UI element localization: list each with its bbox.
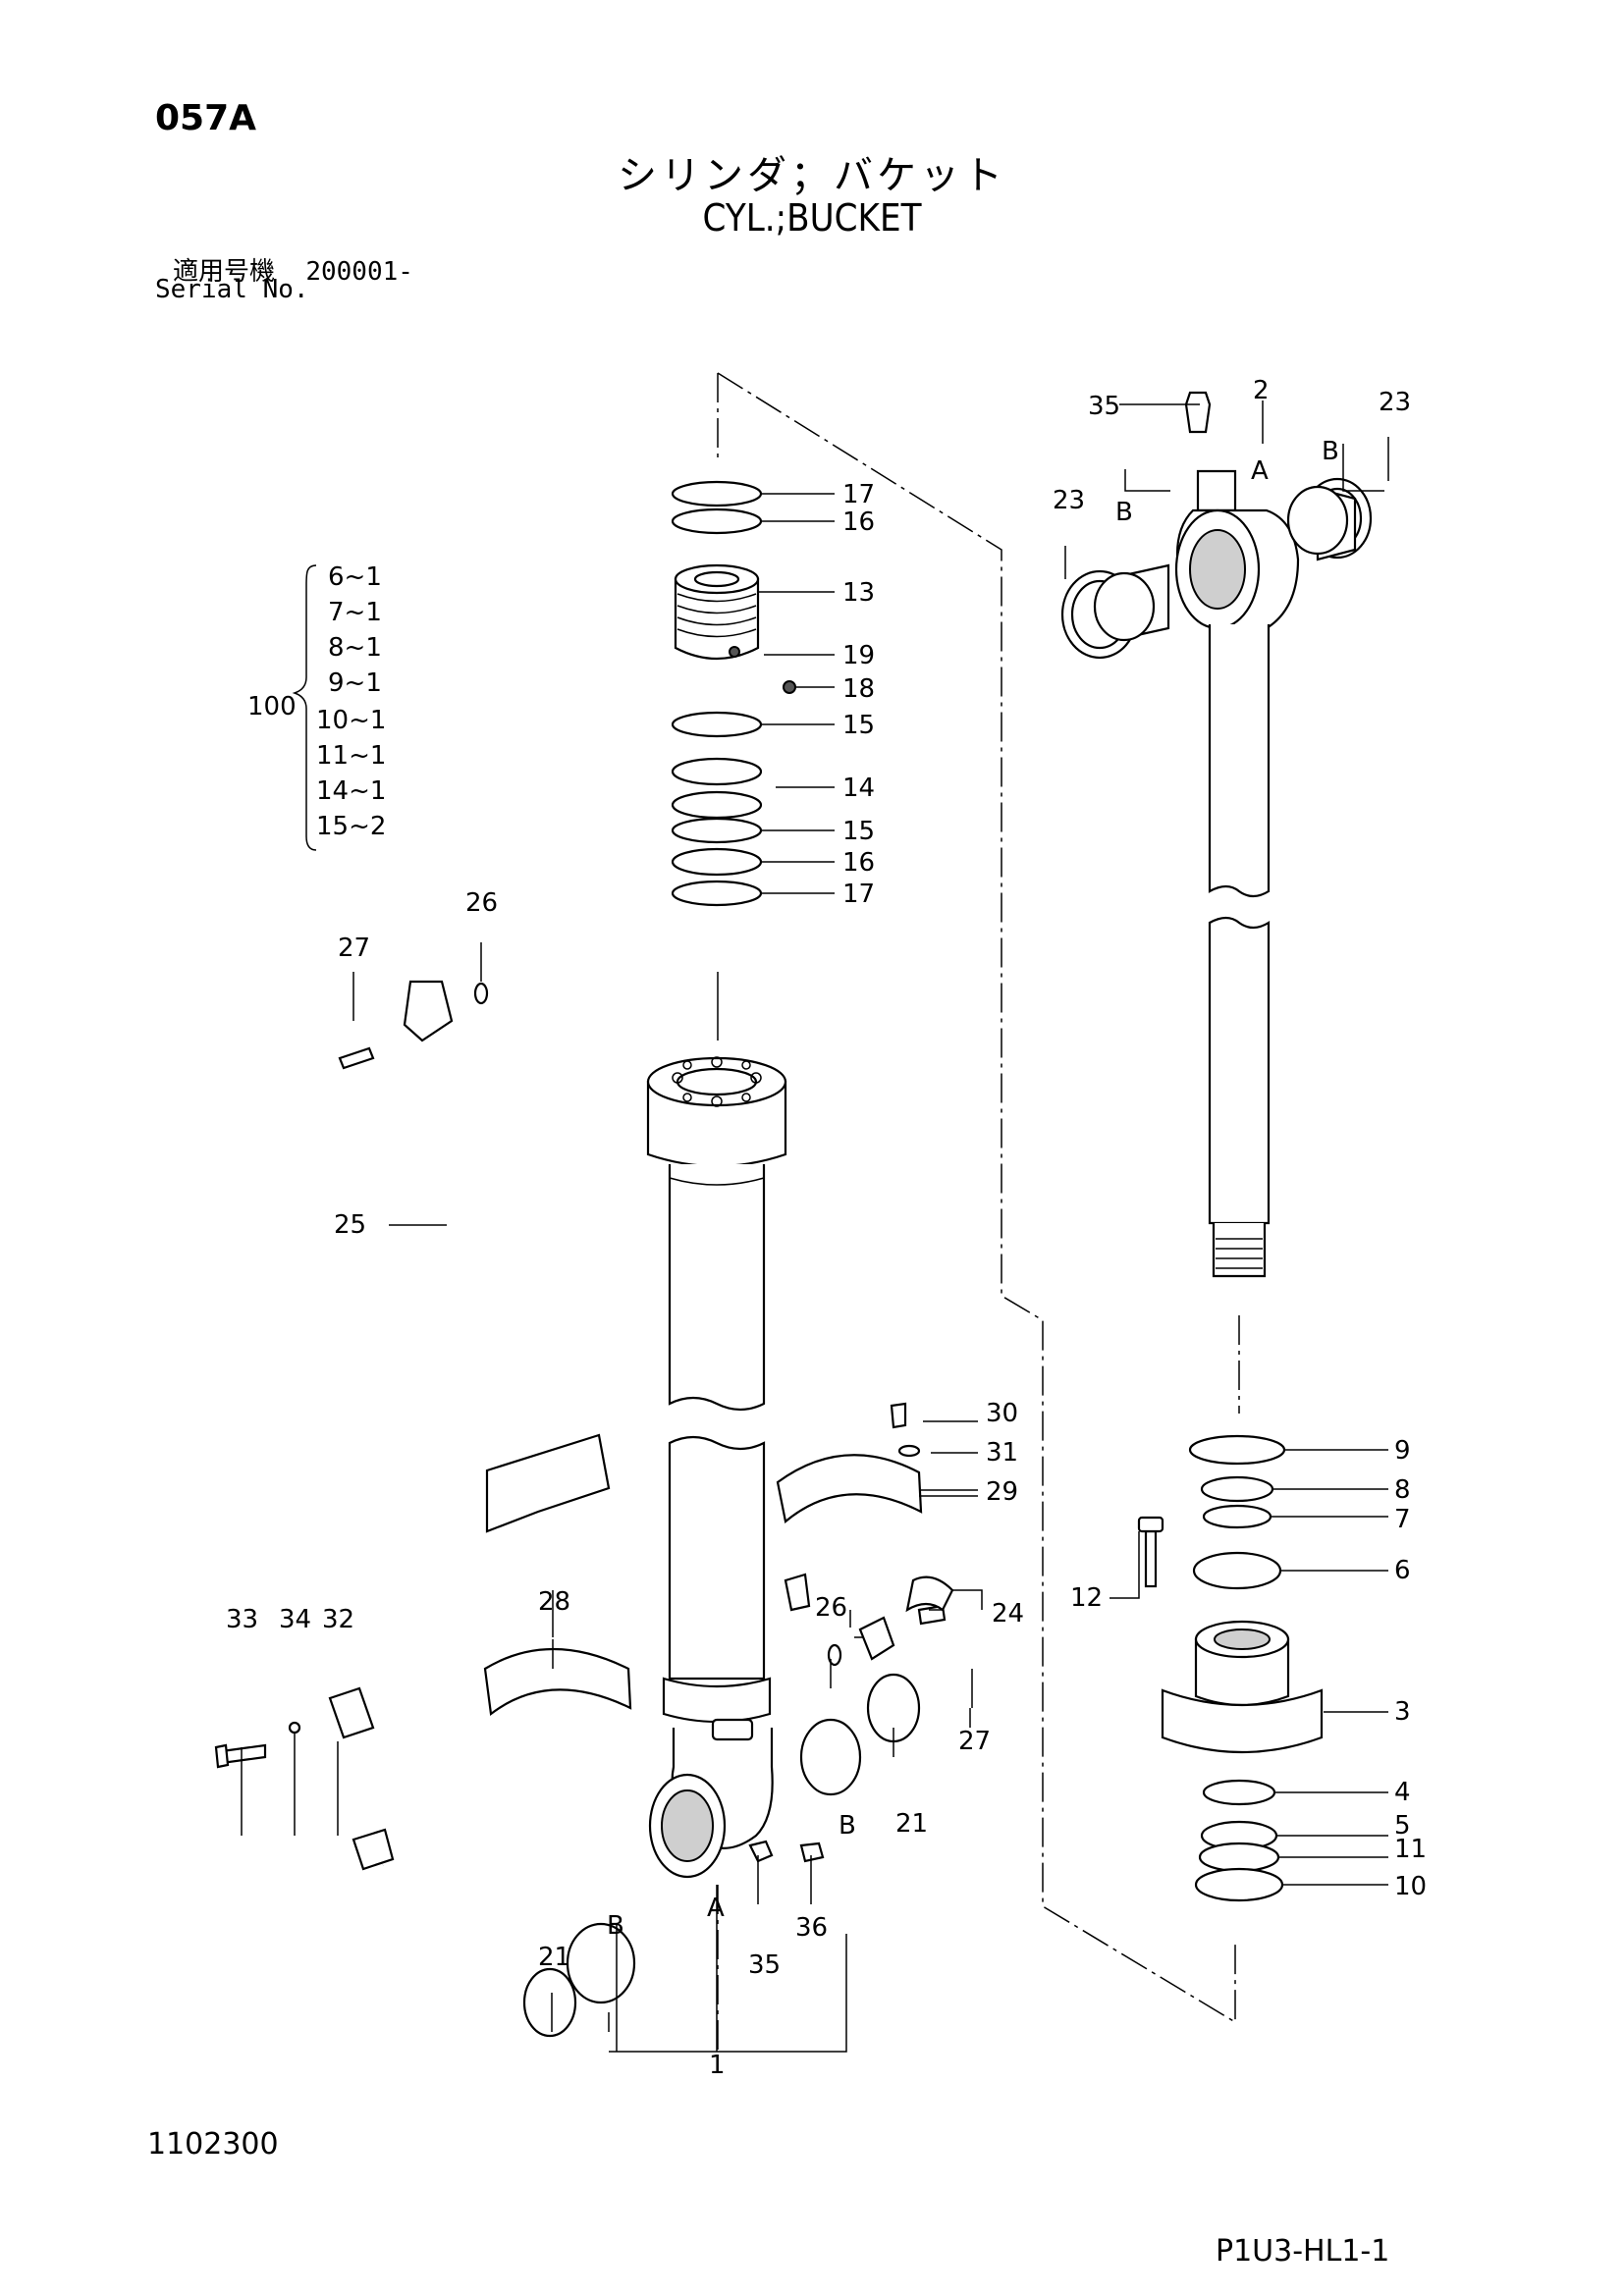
serial-value: 200001- <box>305 257 413 287</box>
page-code: 057A <box>155 98 257 138</box>
callout-7: 7 <box>1394 1505 1411 1534</box>
seal-16-top <box>671 507 763 535</box>
kit-item-6: 14~1 <box>316 776 386 806</box>
ref-B-bottom-right: B <box>839 1811 856 1841</box>
callout-17: 17 <box>842 480 875 509</box>
callout-18: 18 <box>842 674 875 704</box>
callout-9: 9 <box>1394 1436 1411 1466</box>
callout-33: 33 <box>226 1605 258 1634</box>
sheet-code: P1U3-HL1-1 <box>1216 2234 1390 2269</box>
callout-17: 17 <box>842 880 875 909</box>
kit-item-3: 9~1 <box>328 668 382 698</box>
callout-15: 15 <box>842 711 875 740</box>
callout-1: 1 <box>709 2051 726 2080</box>
callout-2: 2 <box>1253 376 1270 405</box>
title-english: CYL.;BUCKET <box>702 196 922 240</box>
backup-ring-17-bottom <box>671 880 763 907</box>
callout-19: 19 <box>842 641 875 670</box>
callout-27: 27 <box>338 934 370 963</box>
kit-item-2: 8~1 <box>328 633 382 663</box>
callout-14: 14 <box>842 774 875 803</box>
kit-item-4: 10~1 <box>316 706 386 735</box>
callout-13: 13 <box>842 578 875 608</box>
callout-34: 34 <box>279 1605 311 1634</box>
title-japanese: シリンダ；バケット <box>618 153 1006 198</box>
callout-27: 27 <box>958 1727 991 1756</box>
callout-23: 23 <box>1053 486 1085 515</box>
o-ring-15-bottom <box>671 817 763 844</box>
callout-10: 10 <box>1394 1872 1427 1901</box>
ref-B-bottom-left: B <box>607 1911 624 1941</box>
piston-ring-14a <box>671 757 763 786</box>
serial-label-english: Serial No. <box>155 275 309 304</box>
ref-A-bottom: A <box>707 1894 725 1923</box>
callout-29: 29 <box>986 1477 1018 1507</box>
callout-32: 32 <box>322 1605 354 1634</box>
callout-8: 8 <box>1394 1475 1411 1505</box>
piston-assembly <box>1137 1434 1324 1902</box>
kit-bracket: 100 6~1 7~1 8~1 9~1 10~1 11~1 14~1 15~2 <box>247 562 386 851</box>
backup-ring-17-top <box>671 480 763 507</box>
callout-25: 25 <box>334 1210 366 1240</box>
ref-B-top-left: B <box>1115 498 1133 527</box>
callout-23: 23 <box>1379 388 1411 417</box>
pipe-assembly <box>214 980 954 2038</box>
callout-3: 3 <box>1394 1697 1411 1727</box>
callout-4: 4 <box>1394 1778 1411 1807</box>
callout-16: 16 <box>842 507 875 537</box>
document-number: 1102300 <box>147 2127 279 2162</box>
cylinder-tube <box>646 1056 787 1879</box>
callout-30: 30 <box>986 1399 1018 1428</box>
kit-item-0: 6~1 <box>328 562 382 592</box>
callout-12: 12 <box>1070 1583 1103 1613</box>
kit-item-7: 15~2 <box>316 812 386 841</box>
ref-A-top: A <box>1251 456 1269 486</box>
leader-lines <box>241 400 1389 2053</box>
callout-6: 6 <box>1394 1556 1411 1585</box>
ref-B-top-right: B <box>1322 437 1339 466</box>
gland-parts <box>671 480 796 907</box>
callout-28: 28 <box>538 1587 570 1617</box>
callout-21: 21 <box>895 1809 928 1839</box>
callout-26: 26 <box>465 888 498 918</box>
callout-35: 35 <box>1088 392 1120 421</box>
kit-number: 100 <box>247 692 297 721</box>
callout-labels: 17 16 13 19 18 15 14 15 16 17 35 2 23 23… <box>226 376 1427 2080</box>
callout-11: 11 <box>1394 1835 1427 1864</box>
assembly-guide-lines <box>717 372 1240 2052</box>
callout-35: 35 <box>748 1950 781 1980</box>
callout-15: 15 <box>842 817 875 846</box>
kit-item-1: 7~1 <box>328 598 382 627</box>
serial-label-japanese: 適用号機 200001- <box>173 251 413 288</box>
callout-36: 36 <box>795 1913 828 1943</box>
serial-label-jp-text: 適用号機 <box>173 257 276 287</box>
piston-ring-14b <box>671 790 763 820</box>
piston-rod <box>1060 391 1373 1278</box>
o-ring-15-top <box>671 711 763 738</box>
callout-16: 16 <box>842 848 875 878</box>
callout-21: 21 <box>538 1943 570 1972</box>
kit-item-5: 11~1 <box>316 741 386 771</box>
callout-24: 24 <box>992 1599 1024 1629</box>
callout-26: 26 <box>815 1593 847 1623</box>
seal-16-bottom <box>671 847 763 877</box>
callout-31: 31 <box>986 1438 1018 1468</box>
callout-5: 5 <box>1394 1811 1411 1841</box>
